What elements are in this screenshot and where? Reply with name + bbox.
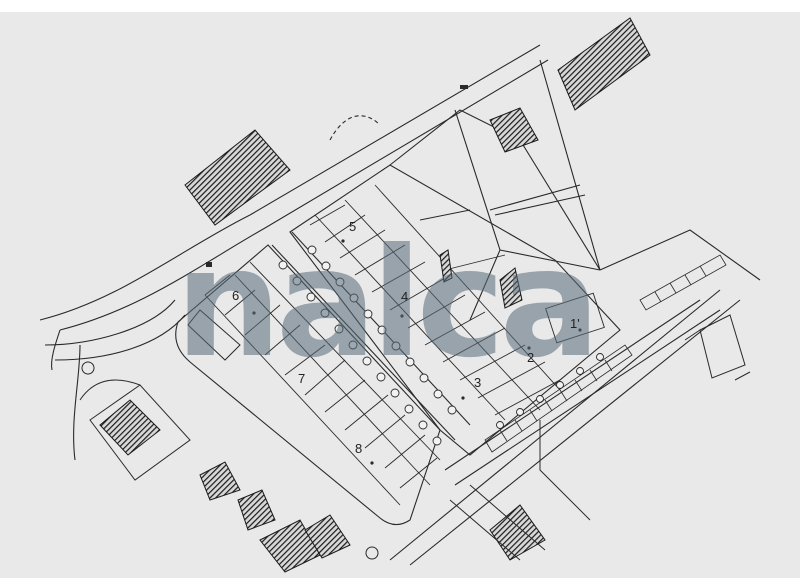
parking-strip	[484, 254, 727, 453]
block-outline	[175, 244, 441, 526]
lot-label-6: 6	[232, 288, 239, 303]
lot-label-3: 3	[474, 375, 481, 390]
lot-label-8: 8	[355, 441, 362, 456]
road-upper-edge	[39, 44, 541, 321]
median-trees	[278, 245, 604, 446]
road-upper-edge-2	[59, 59, 549, 331]
lot-label-2: 2	[527, 350, 534, 365]
watermark-logo: nalca	[175, 217, 595, 391]
road-curve-west	[44, 299, 176, 346]
existing-buildings	[99, 17, 651, 573]
lot-label-4: 4	[401, 289, 408, 304]
lot-label-7: 7	[298, 371, 305, 386]
lot-label-5: 5	[349, 219, 356, 234]
road-lower-edge	[389, 289, 721, 561]
lot-label-1: 1'	[570, 316, 580, 331]
